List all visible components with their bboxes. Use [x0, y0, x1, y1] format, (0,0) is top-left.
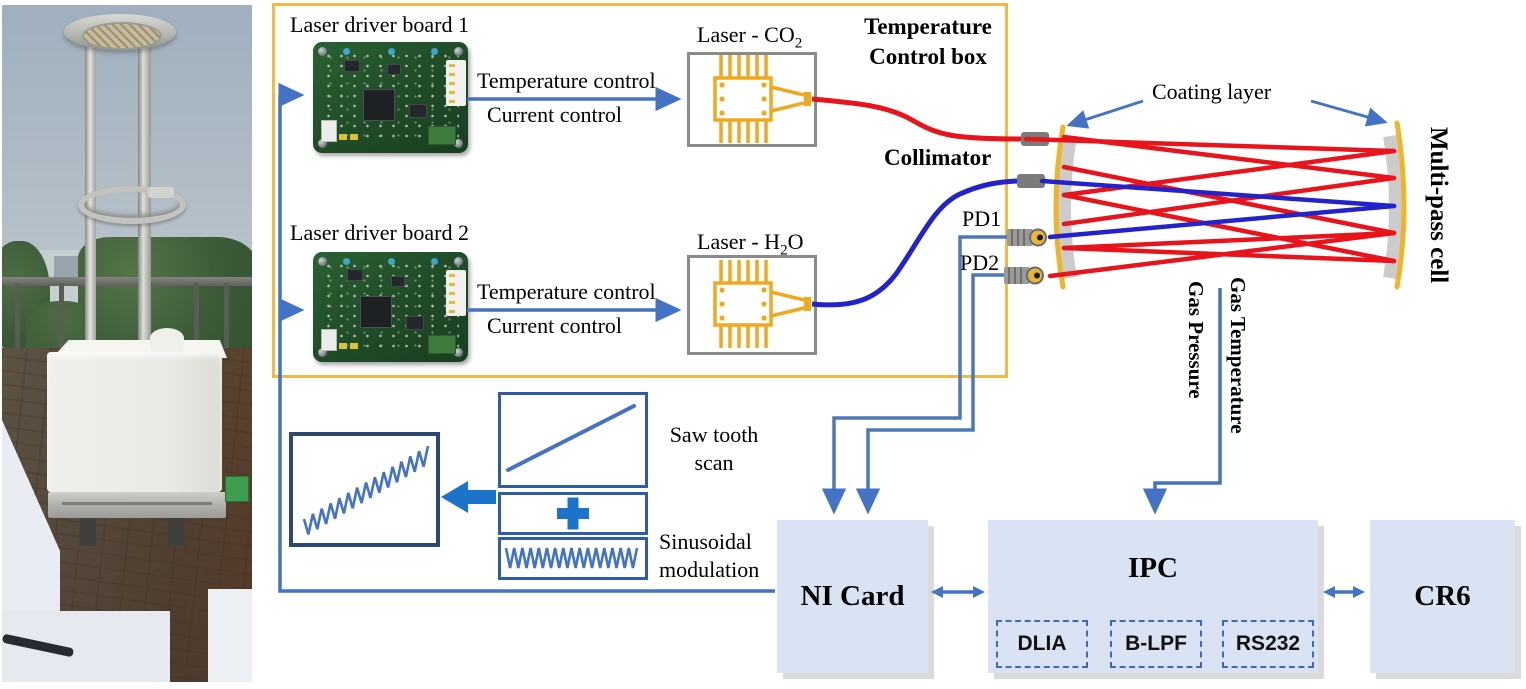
railing-bar	[2, 277, 252, 286]
screw-icon	[318, 257, 327, 266]
leg	[80, 518, 96, 546]
terminal-block	[427, 335, 456, 355]
sinusoidal-modulation-label: Sinusoidal modulation	[659, 529, 760, 582]
temperature-control-label-2: Temperature control	[477, 279, 656, 304]
cr6-box: CR6	[1370, 520, 1515, 673]
ic-chip	[347, 268, 364, 281]
current-control-label-2: Current control	[487, 313, 623, 338]
base-slot	[62, 502, 212, 505]
ni-ipc-double-arrow	[931, 586, 985, 598]
red-beams	[1023, 134, 1397, 279]
capacitor	[350, 133, 359, 140]
ic-chip	[344, 59, 360, 72]
thick-left-arrow-icon	[441, 481, 496, 513]
mirror-backing-left	[1057, 134, 1077, 280]
sine-box	[498, 537, 648, 580]
capacitor	[339, 342, 348, 349]
ipc-box: IPC	[988, 520, 1318, 673]
rs232-label: RS232	[1235, 632, 1301, 655]
ipc-label: IPC	[1128, 552, 1178, 584]
blpf-module: B-LPF	[1110, 620, 1202, 668]
dlia-label: DLIA	[1017, 632, 1067, 655]
connector	[446, 269, 466, 316]
mcu-chip	[359, 296, 392, 328]
ic-chip	[409, 104, 428, 119]
plus-box	[498, 492, 648, 535]
screw-icon	[318, 47, 327, 56]
collimator-icon	[1021, 132, 1049, 146]
board1-label: Laser driver board 1	[290, 12, 469, 37]
laser-co2-box	[687, 52, 817, 147]
screw-icon	[454, 47, 463, 56]
sawtooth-box	[498, 392, 648, 488]
screw-icon	[454, 257, 463, 266]
sawtooth-scan-label: Saw tooth scan	[669, 422, 759, 475]
current-control-label-1: Current control	[487, 102, 623, 127]
collimator-label: Collimator	[884, 145, 992, 170]
disc-mesh	[82, 22, 162, 50]
white-sheet-right	[208, 589, 252, 682]
temperature-control-label-1: Temperature control	[477, 68, 656, 93]
collimator-icon	[1017, 174, 1045, 188]
laser-h2o-box	[687, 255, 817, 355]
ic-chip	[406, 315, 424, 330]
pd2-label: PD2	[960, 250, 1000, 275]
blue-screw-icon	[343, 258, 350, 265]
railing-post	[224, 283, 229, 351]
ic-chip	[390, 276, 405, 288]
coating-layer-label: Coating layer	[1152, 79, 1272, 104]
capacitor	[339, 133, 348, 140]
blue-screw-icon	[388, 258, 395, 265]
temperature-control-box-title: Temperature Control box	[864, 14, 992, 69]
laser-driver-board-2	[313, 252, 468, 362]
mirror-right	[1394, 120, 1407, 290]
mcu-chip	[362, 88, 395, 121]
laser-driver-board-1	[313, 42, 468, 153]
dlia-module: DLIA	[996, 620, 1088, 668]
blue-screw-icon	[388, 48, 395, 55]
mirror-backing-right	[1383, 134, 1403, 280]
ic-chip	[387, 64, 402, 76]
relay	[320, 119, 337, 142]
ipc-cr6-double-arrow	[1323, 586, 1365, 598]
blue-screw-icon	[431, 48, 438, 55]
gas-pressure-label: Gas Pressure	[1184, 281, 1208, 399]
mirror-left	[1053, 124, 1066, 290]
laser-co2-label: Laser - CO2	[697, 22, 803, 52]
multipass-mirrors	[1053, 120, 1407, 290]
equipment-box-front	[47, 352, 222, 492]
ring-bracket	[148, 187, 174, 198]
connector	[446, 59, 466, 106]
board2-label: Laser driver board 2	[290, 220, 469, 245]
photodiode-icon-pd1	[1007, 228, 1047, 247]
instrument-photo	[2, 5, 252, 682]
modulated-ramp-box	[289, 432, 440, 547]
blpf-label: B-LPF	[1125, 632, 1187, 655]
green-terminal	[225, 476, 249, 502]
terminal-block	[427, 126, 456, 146]
blue-beams	[1039, 178, 1397, 240]
relay	[320, 329, 337, 351]
gas-temperature-label: Gas Temperature	[1226, 277, 1250, 434]
pd1-label: PD1	[962, 206, 1002, 231]
box-cylinder	[150, 328, 184, 354]
ni-card-box: NI Card	[777, 520, 928, 673]
mast-middle-ring	[78, 186, 186, 224]
railing-post	[194, 283, 199, 351]
multipass-cell-label: Multi-pass cell	[1425, 127, 1452, 284]
base-plate	[48, 492, 226, 518]
photodiode-icon-pd2	[1004, 266, 1044, 285]
leg	[168, 518, 184, 546]
cr6-label: CR6	[1414, 580, 1471, 612]
blue-screw-icon	[431, 258, 438, 265]
capacitor	[350, 342, 359, 349]
blue-screw-icon	[343, 48, 350, 55]
rs232-module: RS232	[1222, 620, 1314, 668]
railing-post	[15, 283, 20, 351]
laser-h2o-label: Laser - H2O	[697, 229, 804, 259]
ni-card-label: NI Card	[800, 580, 905, 612]
railing-post	[59, 283, 64, 351]
